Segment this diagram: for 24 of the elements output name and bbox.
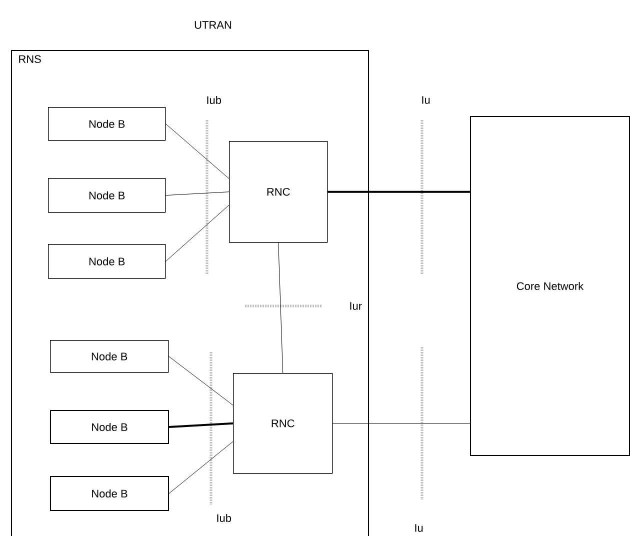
connector-line xyxy=(165,204,230,262)
node-b-box: Node B xyxy=(48,244,166,279)
connector-line xyxy=(328,190,470,193)
connector-line xyxy=(332,423,470,424)
interface-label: Iu xyxy=(422,96,430,104)
node-b-box: Node B xyxy=(50,410,169,444)
connector-line xyxy=(168,441,234,494)
node-b-box: Node B xyxy=(48,178,166,213)
interface-label: Iub xyxy=(217,514,232,522)
node-b-box: Node B xyxy=(48,107,166,141)
interface-label: Iu xyxy=(415,524,423,532)
title: UTRAN xyxy=(194,21,232,29)
controller-box: RNC xyxy=(233,373,333,474)
controller-box: RNC xyxy=(229,141,328,243)
core-network-box: Core Network xyxy=(470,116,630,456)
interface-label: Iur xyxy=(350,302,362,310)
connector-line xyxy=(278,242,284,374)
connector-line xyxy=(168,356,234,406)
node-b-box: Node B xyxy=(50,476,169,511)
interface-label: Iub xyxy=(207,96,222,104)
connector-line xyxy=(165,192,230,196)
connector-line xyxy=(165,124,230,179)
connector-line xyxy=(168,422,234,428)
node-b-box: Node B xyxy=(50,340,169,373)
